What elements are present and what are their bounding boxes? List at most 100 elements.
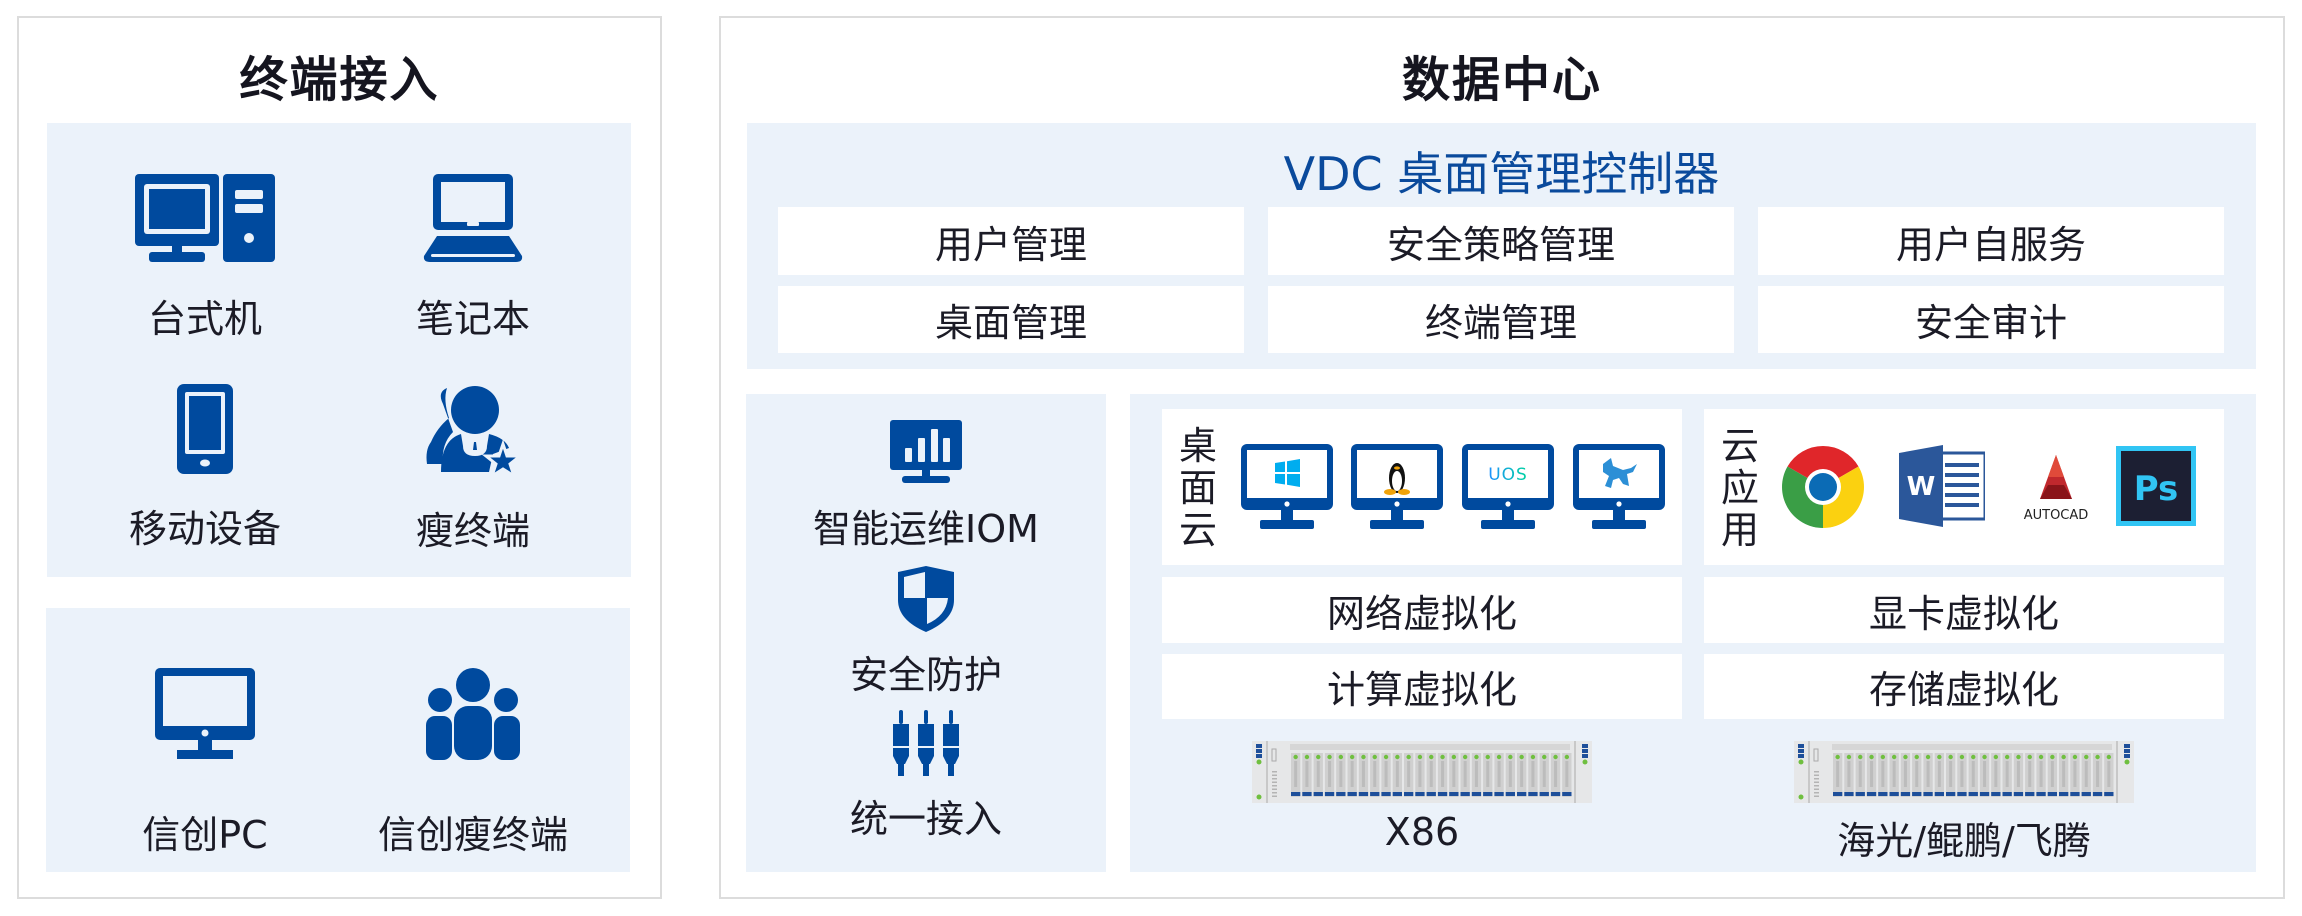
- drive-bay: [2025, 753, 2035, 797]
- server-status-led: [1582, 744, 1588, 748]
- terminal-label: 台式机: [147, 297, 262, 341]
- vdc-cell-security-policy[interactable]: 安全策略管理: [1268, 207, 1734, 275]
- drive-bay: [1437, 753, 1448, 797]
- server-status-led: [1256, 744, 1262, 748]
- drive-bay: [1460, 753, 1470, 797]
- server-status-led: [2124, 749, 2130, 753]
- autocad-icon: AUTOCAD: [2024, 455, 2089, 523]
- os-windows[interactable]: [1241, 444, 1333, 530]
- drive-bay: [1392, 753, 1402, 797]
- drive-bay: [2047, 753, 2057, 797]
- photoshop-icon: Ps: [2116, 446, 2196, 526]
- terminal-item-desktop[interactable]: 台式机: [90, 170, 320, 341]
- app-autocad[interactable]: AUTOCAD: [2014, 455, 2098, 525]
- server-status-led: [2124, 744, 2130, 748]
- app-word[interactable]: W: [1899, 445, 1987, 527]
- server-status-led: [1256, 754, 1262, 758]
- server-domestic-label: 海光/鲲鹏/飞腾: [1837, 819, 2091, 863]
- vdc-cell-terminal-management[interactable]: 终端管理: [1268, 286, 1734, 353]
- virt-network[interactable]: 网络虚拟化: [1162, 577, 1682, 643]
- drive-bay: [1844, 753, 1854, 797]
- server-status-led: [1582, 749, 1588, 753]
- virt-gpu[interactable]: 显卡虚拟化: [1704, 577, 2224, 643]
- terminal-item-xinchuang-pc[interactable]: 信创PC: [90, 664, 320, 857]
- os-uos[interactable]: UOS: [1462, 444, 1554, 530]
- terminal-item-laptop[interactable]: 笔记本: [358, 170, 588, 341]
- drive-bay: [1900, 753, 1911, 797]
- drive-bay: [1483, 753, 1493, 797]
- terminal-item-thin-client[interactable]: 瘦终端: [358, 380, 588, 553]
- drive-bay: [1934, 753, 1944, 797]
- ops-item-unified-access[interactable]: 统一接入: [746, 710, 1106, 860]
- drive-bay: [1404, 753, 1414, 797]
- drive-bay: [2081, 753, 2091, 797]
- drive-bay: [1324, 753, 1335, 797]
- virt-storage[interactable]: 存储虚拟化: [1704, 654, 2224, 719]
- uos-text: UOS: [1488, 465, 1528, 485]
- server-x86: [1252, 741, 1592, 803]
- terminal-item-mobile[interactable]: 移动设备: [90, 380, 320, 551]
- autocad-text: AUTOCAD: [2024, 508, 2089, 523]
- virt-compute[interactable]: 计算虚拟化: [1162, 654, 1682, 719]
- drive-bay: [2059, 753, 2069, 797]
- drive-bay: [2104, 753, 2114, 797]
- drive-bay: [1370, 753, 1380, 797]
- vdc-cell-security-audit[interactable]: 安全审计: [1758, 286, 2224, 353]
- vdc-title: VDC 桌面管理控制器: [1283, 147, 1720, 201]
- vdc-cell-user-management[interactable]: 用户管理: [778, 207, 1244, 275]
- server-status-led: [2124, 754, 2130, 758]
- terminal-item-xinchuang-thin-client[interactable]: 信创瘦终端: [338, 664, 608, 857]
- drive-bay: [1855, 753, 1865, 797]
- vdc-cell-desktop-management[interactable]: 桌面管理: [778, 286, 1244, 353]
- drive-bay: [2013, 753, 2024, 797]
- terminal-group-xinchuang: [46, 608, 630, 872]
- ops-label: 智能运维IOM: [813, 507, 1039, 551]
- shield-icon: [898, 566, 954, 632]
- drive-bay: [2036, 753, 2046, 797]
- monitor-icon: [155, 668, 255, 759]
- drive-bay: [1528, 753, 1538, 797]
- app-chrome[interactable]: [1782, 446, 1864, 528]
- drive-bay: [1550, 753, 1561, 797]
- server-status-led: [1798, 754, 1804, 758]
- drive-bay: [1415, 753, 1425, 797]
- drive-bay: [1358, 753, 1369, 797]
- ops-item-security[interactable]: 安全防护: [746, 566, 1106, 701]
- linux-penguin-monitor-icon: [1351, 444, 1443, 529]
- cloud-desktop-label: 桌面云: [1176, 425, 1220, 551]
- drive-bay: [1291, 753, 1301, 797]
- terminal-label: 信创PC: [142, 813, 268, 857]
- drive-bay: [1946, 753, 1956, 797]
- os-linux[interactable]: [1351, 444, 1443, 530]
- drive-bay: [1302, 753, 1312, 797]
- ops-item-iom[interactable]: 智能运维IOM: [746, 418, 1106, 553]
- rack-server-icon: [1794, 741, 2134, 803]
- terminal-access-title: 终端接入: [239, 52, 440, 108]
- drive-bay: [1957, 753, 1967, 797]
- drive-bay: [1347, 753, 1357, 797]
- os-kylin[interactable]: [1573, 444, 1665, 530]
- vdc-cell-user-self-service[interactable]: 用户自服务: [1758, 207, 2224, 275]
- server-x86-label: X86: [1384, 810, 1460, 854]
- drive-bay: [1426, 753, 1436, 797]
- drive-bay: [1539, 753, 1549, 797]
- drive-bay: [1878, 753, 1888, 797]
- app-photoshop[interactable]: Ps: [2116, 446, 2196, 526]
- desktop-computer-icon: [135, 174, 275, 262]
- laptop-icon: [423, 174, 523, 262]
- ops-label: 统一接入: [849, 797, 1002, 841]
- drive-bay: [2002, 753, 2012, 797]
- drive-bay: [1471, 753, 1482, 797]
- terminal-label: 移动设备: [128, 507, 281, 551]
- drive-bay: [1866, 753, 1877, 797]
- windows-monitor-icon: [1241, 444, 1333, 529]
- drive-bay: [1494, 753, 1504, 797]
- word-icon: W: [1899, 445, 1987, 527]
- mobile-device-icon: [177, 384, 233, 474]
- drive-bay: [1912, 753, 1922, 797]
- chrome-icon: [1782, 446, 1864, 528]
- drive-bay: [1923, 753, 1933, 797]
- server-status-led: [1582, 754, 1588, 758]
- connector-plugs-icon: [893, 710, 959, 776]
- drive-bay: [1562, 753, 1572, 797]
